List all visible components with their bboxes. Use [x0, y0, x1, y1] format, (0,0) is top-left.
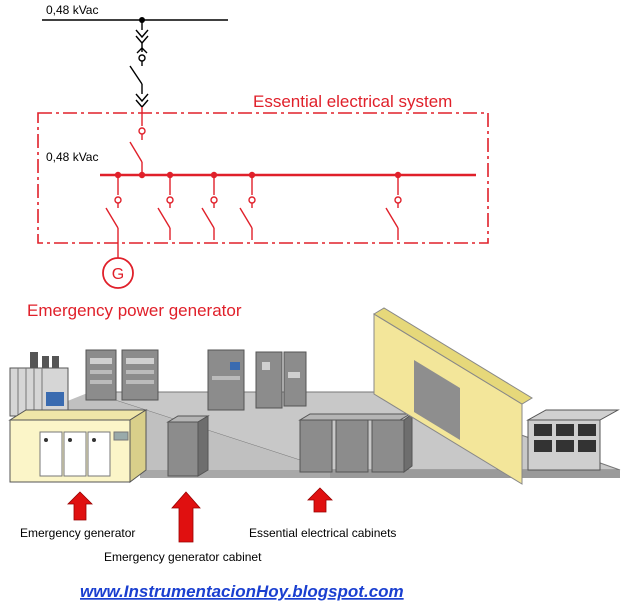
- single-line-schematic: 0,48 kVac Essential electrical system: [27, 3, 489, 320]
- arrow-essential-cabinets: [307, 487, 333, 513]
- feeder-breaker-2: [201, 175, 218, 240]
- arrow-emergency-generator: [67, 491, 93, 521]
- cooling-unit: [526, 409, 620, 471]
- footer-url[interactable]: www.InstrumentacionHoy.blogspot.com: [80, 582, 404, 601]
- label-essential-electrical-cabinets: Essential electrical cabinets: [249, 526, 396, 540]
- transformer: [9, 352, 69, 417]
- essential-electrical-cabinets: [298, 413, 413, 473]
- essential-system-boundary: [37, 112, 489, 244]
- top-bus-voltage-label: 0,48 kVac: [46, 3, 98, 17]
- feeder-breaker-1: [157, 175, 174, 240]
- label-emergency-generator: Emergency generator: [20, 526, 135, 540]
- essential-incoming-breaker: [129, 107, 146, 174]
- essential-system-label: Essential electrical system: [253, 92, 452, 111]
- rear-cabinet-group-middle: [207, 349, 307, 411]
- emergency-generator-enclosure: [8, 409, 148, 483]
- generator-symbol-letter: G: [112, 266, 124, 283]
- emergency-generator-cabinet: [166, 415, 210, 477]
- feeder-breaker-3: [239, 175, 256, 240]
- partition-wall: [373, 307, 533, 485]
- arrow-generator-cabinet: [171, 491, 201, 543]
- emergency-power-generator-label: Emergency power generator: [27, 301, 242, 320]
- plant-illustration: Emergency generator Emergency generator …: [8, 307, 621, 564]
- label-emergency-generator-cabinet: Emergency generator cabinet: [104, 550, 262, 564]
- main-feeder-breaker: [129, 20, 149, 109]
- generator-branch-breaker: [105, 175, 122, 243]
- essential-bus-voltage-label: 0,48 kVac: [46, 150, 98, 164]
- generator-symbol: [102, 257, 134, 289]
- feeder-breaker-4: [385, 175, 402, 240]
- rear-cabinet-group-left: [85, 349, 159, 401]
